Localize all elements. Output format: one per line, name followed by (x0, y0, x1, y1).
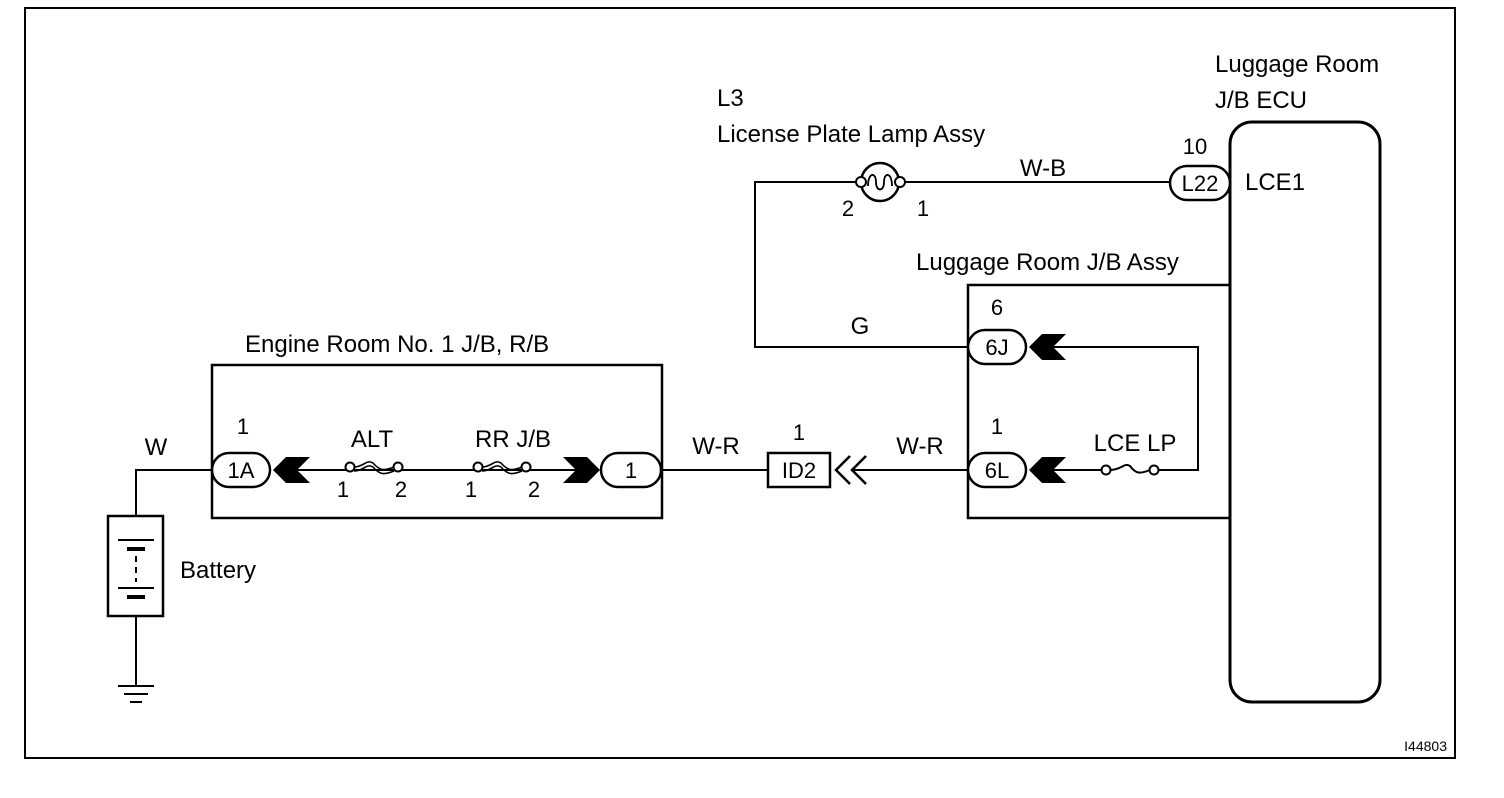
engine-jb-box (210, 363, 664, 520)
connector-6J-arrow-icon (1029, 334, 1066, 360)
fuse-rrjb-terminal-b-icon (520, 461, 532, 473)
fuse-lce-lp-icon (1109, 463, 1151, 474)
connector-ID2: ID2 1 (766, 420, 867, 489)
fuse-lce-lp-terminal-a-icon (1100, 464, 1112, 476)
lamp-terminal-right-icon (894, 176, 906, 188)
connector-6L-label: 6L (985, 458, 1009, 483)
engine-room-jb: Engine Room No. 1 J/B, R/B 1A 1 ALT 1 2 … (210, 331, 664, 520)
fuse-lce-lp-label: LCE LP (1094, 430, 1177, 457)
battery-label: Battery (180, 557, 256, 584)
lamp-terminal-left-icon (855, 176, 867, 188)
fuse-alt-terminal-a-icon (344, 461, 356, 473)
connector-6L-arrow-icon (1029, 457, 1066, 483)
connector-6J-pin: 6 (991, 295, 1003, 320)
connector-1A-arrow-icon (273, 457, 310, 483)
lamp-filament-icon (867, 174, 893, 191)
ecu-body (1228, 120, 1382, 704)
wire-label-wr-left: W-R (692, 433, 740, 460)
fuse-rrjb-pin-a: 1 (465, 477, 477, 502)
connector-ID2-label: ID2 (782, 458, 816, 483)
luggage-room-jb-assy: Luggage Room J/B Assy 6J 6 6L 1 LCE LP (916, 249, 1230, 520)
fuse-rrjb-label: RR J/B (475, 426, 551, 453)
fuse-alt-pin-a: 1 (337, 477, 349, 502)
ecu-title-line1: Luggage Room (1215, 51, 1379, 78)
connector-out1-label: 1 (625, 458, 637, 483)
wire-label-wr-right: W-R (896, 433, 944, 460)
fuse-alt-label: ALT (351, 426, 394, 453)
luggage-jb-box (966, 283, 1230, 520)
lamp-code: L3 (717, 85, 744, 112)
connector-L22: L22 10 (1168, 134, 1232, 202)
fuse-rrjb-icon (481, 461, 523, 475)
connector-6J-label: 6J (985, 335, 1008, 360)
lamp-pin-left: 2 (842, 196, 854, 221)
diagram-frame (24, 7, 1456, 759)
connector-6J-shape (966, 328, 1028, 366)
luggage-room-jb-ecu: Luggage Room J/B ECU LCE1 (1215, 51, 1382, 704)
wire-label-w: W (145, 434, 168, 461)
wire-lamp-to-6J (754, 181, 968, 348)
wire-internal-loop (1053, 346, 1199, 471)
connector-ID2-arrow-icon-1 (834, 455, 851, 485)
fuse-alt-icon (353, 461, 395, 475)
license-plate-lamp: L3 License Plate Lamp Assy 2 1 (717, 85, 985, 221)
connector-ID2-pin: 1 (793, 420, 805, 445)
wire-label-g: G (851, 313, 870, 340)
wire-label-wb: W-B (1020, 155, 1066, 182)
battery-box (106, 514, 165, 618)
connector-out1-arrow-icon (563, 457, 600, 483)
fuse-lce-lp-terminal-b-icon (1148, 464, 1160, 476)
lamp-name: License Plate Lamp Assy (717, 121, 985, 148)
connector-1A-pin: 1 (237, 414, 249, 439)
connector-out1-shape (599, 451, 663, 489)
engine-jb-title: Engine Room No. 1 J/B, R/B (245, 331, 549, 358)
ecu-pin-label: LCE1 (1245, 169, 1305, 196)
connector-L22-label: L22 (1182, 171, 1219, 196)
fuse-alt-pin-b: 2 (395, 477, 407, 502)
connector-1A-label: 1A (228, 458, 255, 483)
fuse-alt-terminal-b-icon (392, 461, 404, 473)
wire-battery-to-1A (135, 469, 212, 516)
connector-L22-pin: 10 (1183, 134, 1207, 159)
connector-6L-pin: 1 (991, 414, 1003, 439)
ecu-title-line2: J/B ECU (1215, 87, 1307, 114)
connector-ID2-shape (766, 451, 832, 489)
figure-id: I44803 (1404, 738, 1447, 754)
fuse-rrjb-terminal-a-icon (472, 461, 484, 473)
lamp-pin-right: 1 (917, 196, 929, 221)
battery: W Battery (106, 434, 256, 703)
fuse-rrjb-pin-b: 2 (528, 477, 540, 502)
luggage-jb-title: Luggage Room J/B Assy (916, 249, 1179, 276)
